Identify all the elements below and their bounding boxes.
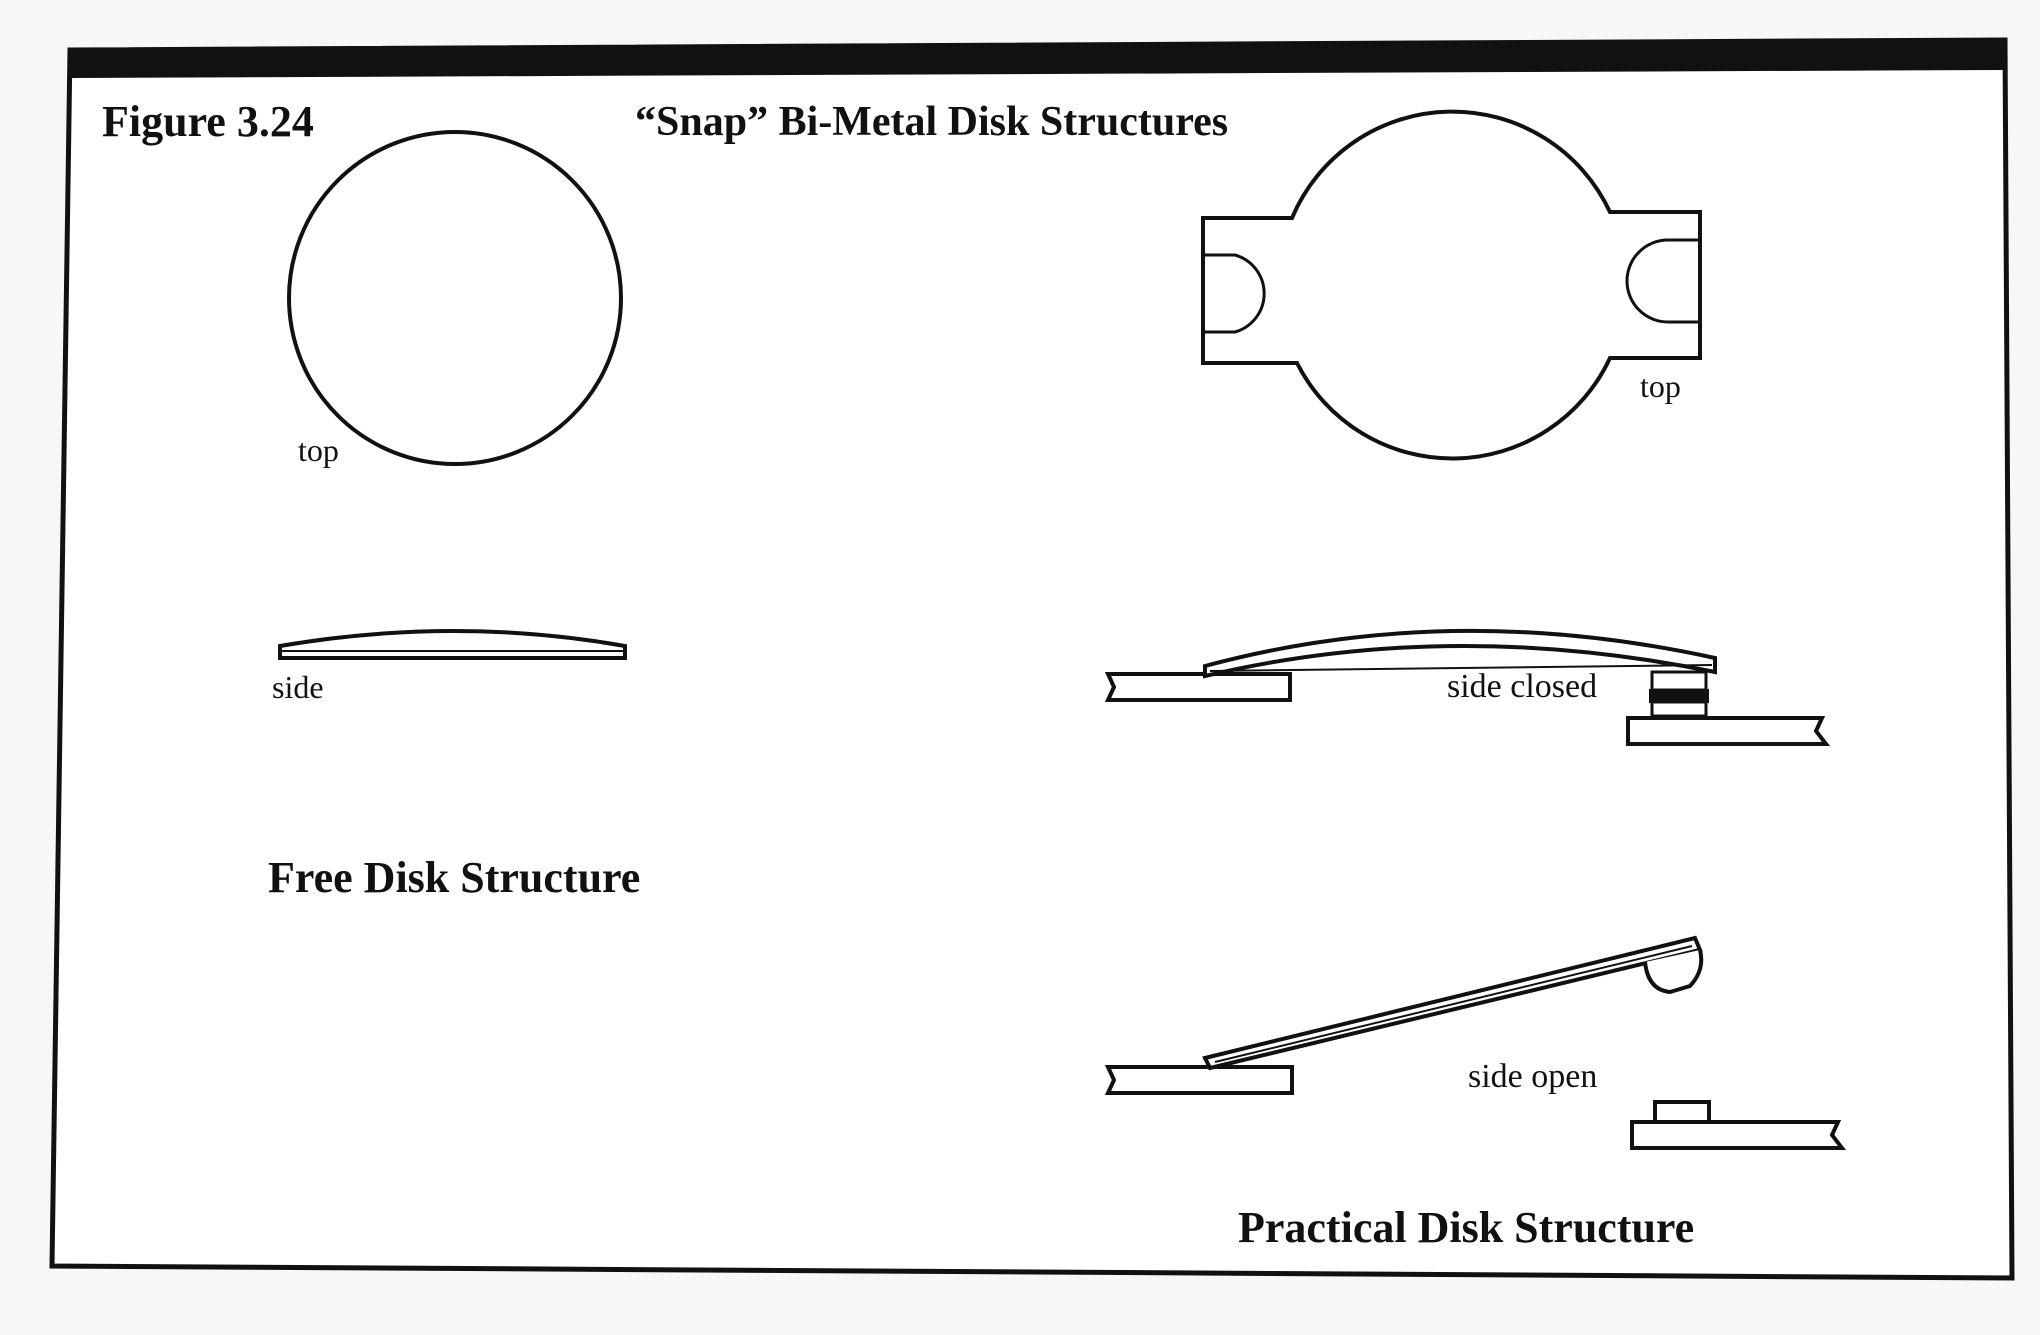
- free-disk-side-label: side: [272, 669, 324, 705]
- side-closed-label: side closed: [1447, 668, 1598, 705]
- practical-disk-side-open: [1104, 935, 1847, 1150]
- side-open-label: side open: [1468, 1058, 1598, 1095]
- figure-number: Figure 3.24: [102, 97, 314, 146]
- free-disk-caption: Free Disk Structure: [268, 853, 641, 902]
- practical-disk-top-label: top: [1640, 368, 1681, 404]
- free-disk-top-label: top: [298, 432, 339, 468]
- practical-disk-caption: Practical Disk Structure: [1238, 1203, 1695, 1252]
- free-disk-side-view: [278, 629, 627, 660]
- practical-disk-side-closed: [1104, 628, 1831, 746]
- figure-title: “Snap” Bi-Metal Disk Structures: [635, 99, 1229, 145]
- free-disk-top-view: [287, 130, 623, 466]
- practical-disk-top-view: [1201, 109, 1702, 461]
